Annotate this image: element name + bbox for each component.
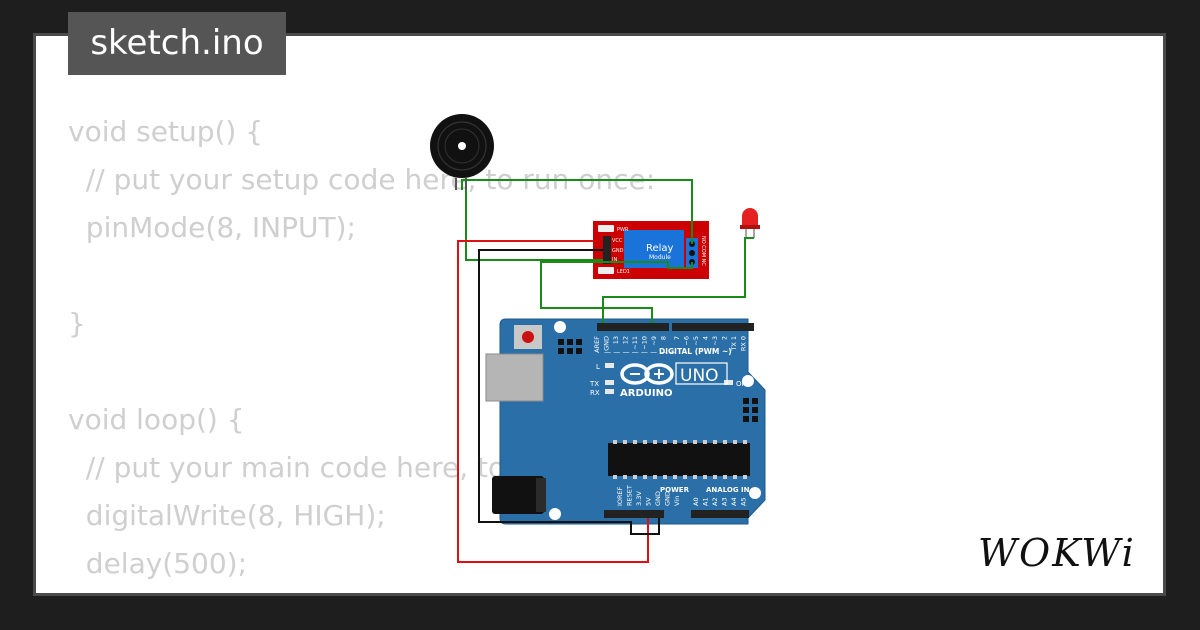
pin-label: ~9 <box>650 336 658 346</box>
pwr-label: PWR <box>617 227 629 233</box>
pin-label: A1 <box>702 497 710 506</box>
led-on <box>724 380 733 385</box>
wire-green <box>461 179 693 244</box>
pin-label: 7 <box>673 336 681 340</box>
mount-hole-icon <box>749 487 761 499</box>
vcc-label: VCC <box>612 238 623 244</box>
led1 <box>598 267 614 274</box>
pwr-led <box>598 225 614 232</box>
pin-label: 12 <box>622 336 630 344</box>
relay-title: Relay <box>646 243 674 254</box>
pin-label: RESET <box>626 485 634 506</box>
red-led[interactable] <box>740 208 760 238</box>
pin-label: ~10 <box>641 336 649 350</box>
pin-label: ~5 <box>692 336 700 346</box>
code-line: // put your setup code here, to run once… <box>68 163 656 196</box>
pin-label: A5 <box>740 497 748 506</box>
arduino-logo-icon <box>620 363 674 385</box>
pin-label: ~3 <box>711 336 719 346</box>
pin-label: A4 <box>730 497 738 506</box>
wire-red <box>457 240 649 563</box>
analog-label: ANALOG IN <box>706 486 750 494</box>
code-line: } <box>68 307 86 340</box>
pin-label: Vin <box>673 496 681 506</box>
wires <box>457 179 754 563</box>
led-l <box>605 363 614 368</box>
atmega-chip <box>608 443 750 476</box>
on-label: ON <box>736 380 747 388</box>
led1-label: LED1 <box>617 269 630 275</box>
power-header <box>604 510 664 518</box>
power-label: POWER <box>660 486 690 494</box>
wire-green <box>465 190 603 261</box>
power-jack <box>492 476 546 514</box>
relay-pin-header <box>603 236 611 264</box>
digital-label: DIGITAL (PWM ~) <box>659 347 732 356</box>
gnd-label: GND <box>612 248 624 254</box>
pin-label: 8 <box>660 336 668 340</box>
pin-label: GND <box>654 491 662 506</box>
pin-label: 4 <box>702 336 710 340</box>
led-tx <box>605 380 614 385</box>
pin-label: ~6 <box>683 336 691 346</box>
mount-hole-icon <box>742 375 754 387</box>
mount-hole-icon <box>554 321 566 333</box>
in-label: IN <box>612 257 617 263</box>
icsp-header <box>558 339 758 422</box>
svg-text:WOKWi: WOKWi <box>978 531 1136 575</box>
pin-label: AREF <box>593 336 601 353</box>
pin-label: ~11 <box>631 336 639 350</box>
mount-hole-icon <box>549 508 561 520</box>
led-rx <box>605 389 614 394</box>
pin-label: 3.3V <box>635 491 643 506</box>
code-line: delay(500); <box>68 547 248 580</box>
reset-button[interactable] <box>514 325 542 349</box>
code-line: digitalWrite(8, HIGH); <box>68 499 386 532</box>
wire-green <box>540 261 693 323</box>
wokwi-logo: WOKWi <box>978 531 1136 575</box>
analog-header <box>691 510 749 518</box>
usb-port <box>485 353 544 402</box>
file-tab[interactable]: sketch.ino <box>68 12 286 75</box>
led-l-label: L <box>596 363 600 371</box>
wire-black <box>478 249 660 535</box>
pin-label: GND <box>603 336 611 351</box>
terminal-labels: NO COM NC <box>700 236 706 266</box>
pin-label: A3 <box>721 497 729 506</box>
pin-label: 13 <box>612 336 620 344</box>
pin-label: GND <box>664 491 672 506</box>
code-line: void loop() { <box>68 403 245 436</box>
led-tx-label: TX <box>589 380 599 388</box>
wire-green <box>602 237 754 323</box>
pin-label: A2 <box>711 497 719 506</box>
pin-label: 5V <box>645 497 653 506</box>
pin-label: TX 1 <box>730 336 738 352</box>
uno-label: UNO <box>680 366 719 386</box>
digital-header <box>597 323 669 331</box>
pin-label: RX 0 <box>740 336 748 351</box>
pin-label: IOREF <box>616 486 624 506</box>
code-line: void setup() { <box>68 115 264 148</box>
led-rx-label: RX <box>590 389 600 397</box>
svg-text:— — — — — — — —: — — — — — — — — <box>604 348 676 356</box>
pin-label: A0 <box>692 497 700 506</box>
pin-label: 2 <box>721 336 729 340</box>
code-line: pinMode(8, INPUT); <box>68 211 356 244</box>
digital-header <box>672 323 754 331</box>
relay-subtitle: Module <box>649 254 671 261</box>
arduino-brand: ARDUINO <box>620 388 672 399</box>
buzzer[interactable] <box>430 114 494 190</box>
